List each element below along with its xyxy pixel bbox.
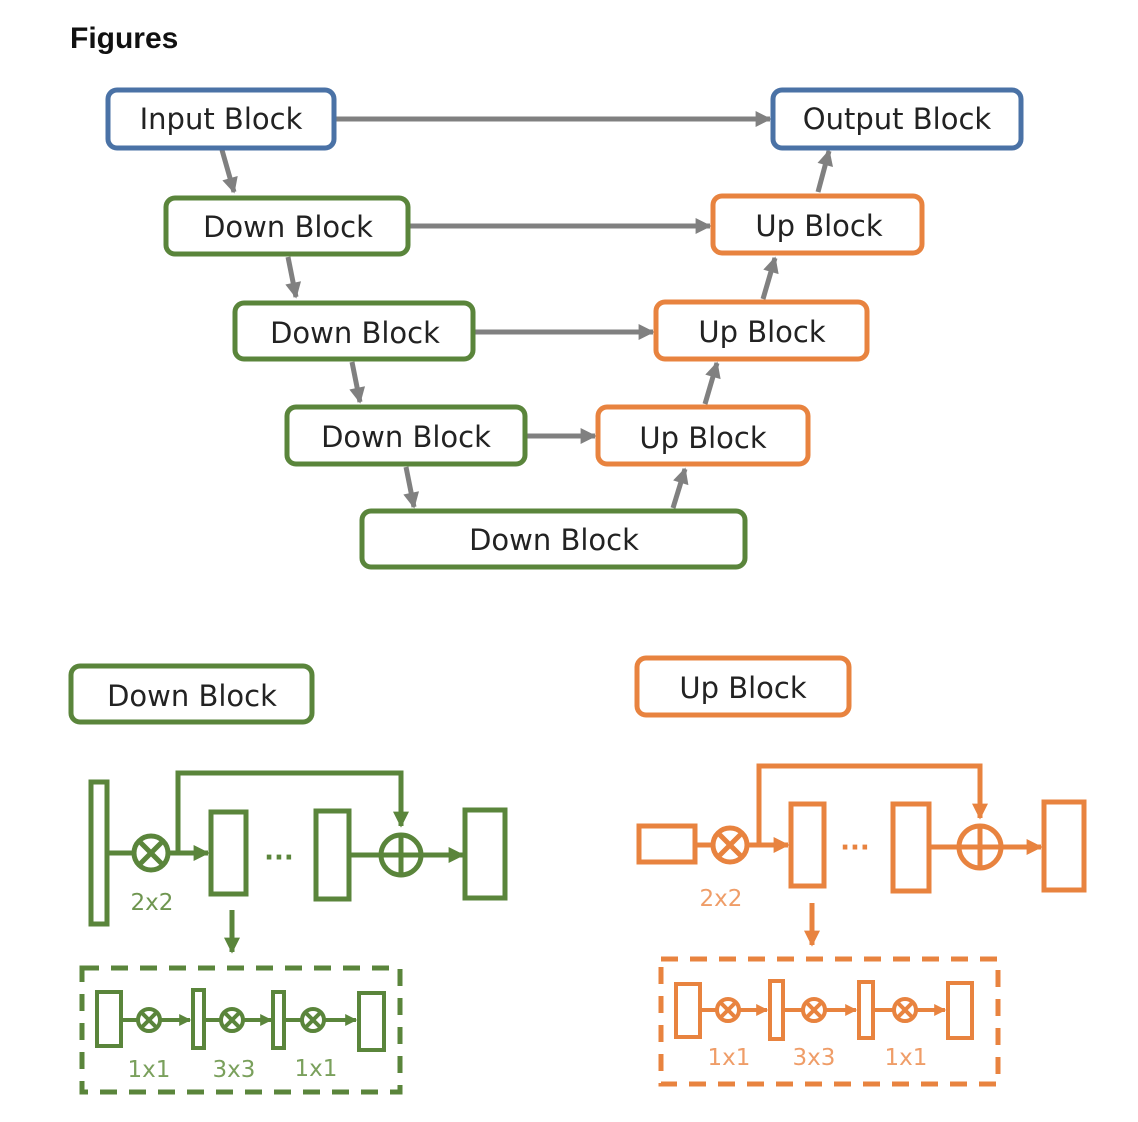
- up-residual-path: [756, 763, 988, 845]
- down-arrow-4: [403, 466, 420, 509]
- down-block-4: Down Block: [359, 508, 748, 570]
- down-bottleneck-multiply-icon-2: [219, 1007, 245, 1033]
- down-bottleneck-multiply-icon-3: [300, 1007, 326, 1033]
- up-block-3: Up Block: [595, 404, 811, 467]
- up-block-3-label: Up Block: [639, 421, 766, 455]
- up-bottleneck-multiply-icon-1: [715, 997, 741, 1023]
- up-pool-label: 2x2: [700, 886, 743, 912]
- down-bottleneck-label-1: 1x1: [128, 1057, 171, 1083]
- down-input-feature-map: [88, 779, 110, 927]
- down-feature-map-1: [208, 809, 249, 897]
- up-output-feature-map: [1041, 799, 1087, 893]
- up-bottleneck-multiply-icon-3: [892, 997, 918, 1023]
- up-block-1-label: Up Block: [755, 209, 882, 243]
- input-block: Input Block: [105, 87, 337, 151]
- up-arrow-2: [702, 361, 721, 405]
- down-bottleneck-label-2: 3x3: [213, 1057, 256, 1083]
- up-arrow-4: [815, 149, 833, 193]
- up-feature-map-1: [788, 801, 827, 889]
- up-feature-map-2: [890, 801, 932, 894]
- down-multiply-icon: [131, 833, 171, 873]
- up-bottleneck-label-3: 1x1: [885, 1045, 928, 1071]
- down-block-1: Down Block: [163, 195, 411, 257]
- down-block-detail: Down Block 2x2 ···: [68, 663, 508, 1095]
- up-detail-title-box: Up Block: [634, 655, 852, 718]
- down-output-feature-map: [462, 807, 508, 901]
- up-block-2: Up Block: [653, 299, 870, 362]
- output-block: Output Block: [770, 87, 1024, 151]
- up-detail-title: Up Block: [679, 671, 806, 705]
- down-block-3-label: Down Block: [321, 420, 491, 454]
- down-block-3: Down Block: [284, 404, 528, 467]
- down-detail-title: Down Block: [107, 679, 277, 713]
- down-bottleneck-multiply-icon-1: [136, 1007, 162, 1033]
- down-pool-label: 2x2: [131, 890, 174, 916]
- down-ellipsis: ···: [264, 843, 294, 873]
- down-feature-map-2: [313, 808, 352, 902]
- down-arrow-2: [285, 256, 302, 299]
- up-bottleneck-multiply-icon-2: [801, 997, 827, 1023]
- down-block-2: Down Block: [232, 300, 476, 362]
- up-ellipsis: ···: [840, 833, 870, 863]
- section-heading: Figures: [70, 22, 179, 55]
- down-bottleneck-label-3: 1x1: [295, 1056, 338, 1082]
- down-block-4-label: Down Block: [469, 523, 639, 557]
- up-bottleneck-label-1: 1x1: [708, 1045, 751, 1071]
- architecture-connections: [219, 111, 833, 509]
- input-block-label: Input Block: [140, 102, 303, 136]
- up-bottleneck: 1x1 3x3 1x1: [658, 956, 1001, 1087]
- down-arrow-1: [219, 149, 238, 194]
- down-arrow-3: [349, 361, 366, 404]
- down-residual-path: [175, 770, 409, 853]
- up-bottleneck-label-2: 3x3: [793, 1045, 836, 1071]
- down-bottleneck: 1x1 3x3 1x1: [79, 965, 403, 1095]
- up-block-1: Up Block: [710, 193, 925, 256]
- down-block-2-label: Down Block: [270, 316, 440, 350]
- up-block-detail: Up Block 2x2 ···: [634, 655, 1087, 1087]
- up-add-icon: [956, 823, 1004, 871]
- down-block-1-label: Down Block: [203, 210, 373, 244]
- up-arrow-1: [670, 467, 689, 509]
- down-detail-title-box: Down Block: [68, 663, 315, 725]
- output-block-label: Output Block: [803, 102, 992, 136]
- up-block-2-label: Up Block: [698, 315, 825, 349]
- up-input-feature-map: [636, 823, 698, 865]
- up-arrow-3: [760, 256, 779, 300]
- down-add-icon: [378, 832, 424, 878]
- up-multiply-icon: [710, 825, 750, 865]
